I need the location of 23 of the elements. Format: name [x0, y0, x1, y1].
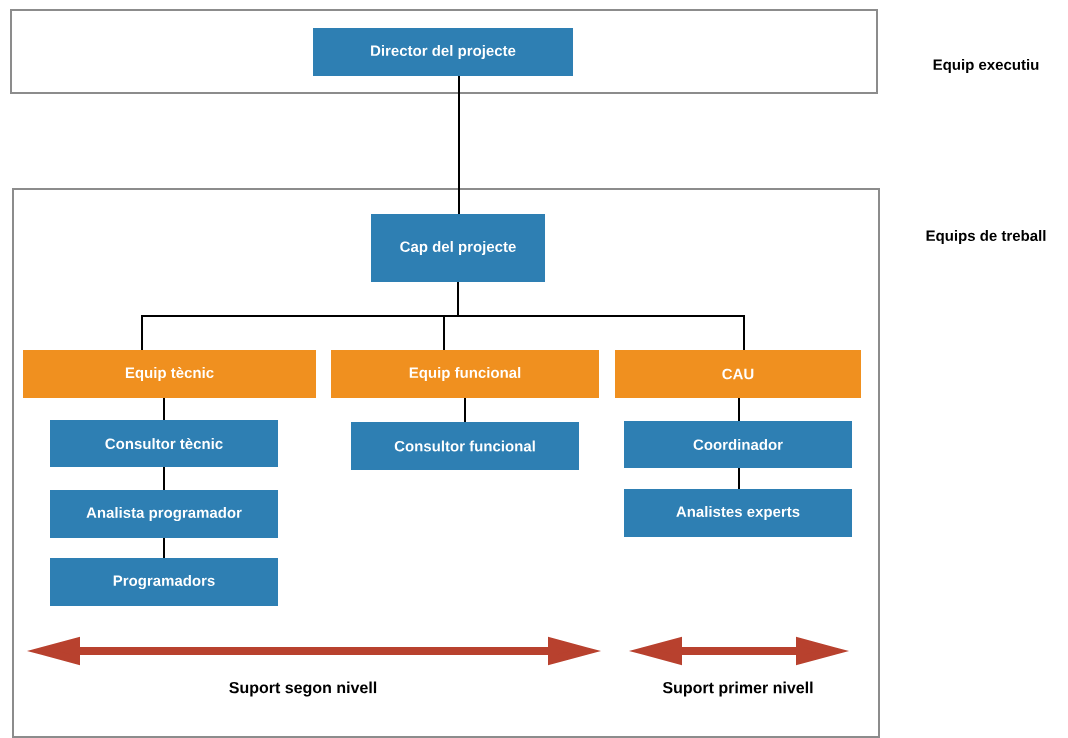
connector-line — [738, 467, 740, 490]
connector-line — [457, 281, 745, 351]
connector-line — [464, 397, 466, 423]
role-box: Coordinador — [624, 421, 852, 468]
role-box: Cap del projecte — [371, 214, 545, 282]
role-box: Analista programador — [50, 490, 278, 538]
role-box: Analistes experts — [624, 489, 852, 537]
connector-line — [738, 397, 740, 422]
connector-line — [163, 537, 165, 559]
range-label: Suport segon nivell — [229, 681, 377, 697]
role-box: Programadors — [50, 558, 278, 606]
role-box: Director del projecte — [313, 28, 573, 76]
role-box: Consultor funcional — [351, 422, 579, 470]
connector-line — [163, 397, 165, 421]
team-box: Equip funcional — [331, 350, 599, 398]
range-label: Suport primer nivell — [662, 681, 813, 697]
team-box: Equip tècnic — [23, 350, 316, 398]
connector-line — [163, 466, 165, 491]
team-box: CAU — [615, 350, 861, 398]
role-box: Consultor tècnic — [50, 420, 278, 467]
connector-line — [458, 75, 460, 215]
frame-heading: Equip executiu — [933, 59, 1039, 73]
frame-heading: Equips de treball — [926, 230, 1046, 244]
